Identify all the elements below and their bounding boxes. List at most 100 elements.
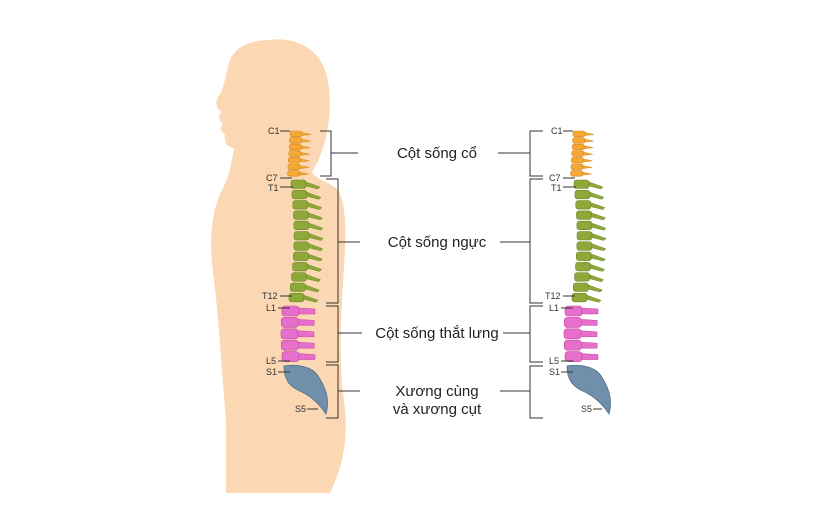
thoracic-vertebra [290, 282, 306, 292]
right-bracket-thoracic [529, 178, 543, 304]
left-bracket-thoracic [326, 178, 339, 304]
lumbar-process [297, 330, 315, 338]
region-label-thoracic: Cột sống ngực [388, 234, 487, 251]
cervical-vertebra [287, 170, 300, 177]
lumbar-process [298, 341, 315, 349]
thoracic-vertebra [576, 210, 592, 220]
right-label-l5: L5 [549, 356, 559, 366]
cervical-vertebra [287, 163, 301, 170]
cervical-vertebra [288, 150, 302, 157]
body-silhouette [211, 39, 346, 494]
thoracic-process [590, 264, 606, 272]
thoracic-process [589, 274, 604, 282]
cervical-process [301, 132, 312, 136]
right-label-c7: C7 [549, 173, 561, 183]
left-label-c1: C1 [268, 126, 280, 136]
cervical-process [300, 145, 311, 149]
right-label-s5: S5 [581, 404, 592, 414]
thoracic-vertebra [576, 251, 592, 261]
lumbar-process [298, 307, 316, 315]
thoracic-process [308, 253, 323, 262]
thoracic-vertebra [292, 262, 308, 272]
cervical-process [584, 138, 594, 143]
thoracic-vertebra [574, 190, 591, 200]
thoracic-process [591, 253, 606, 262]
cervical-vertebra [571, 143, 585, 151]
right-label-t1: T1 [551, 183, 562, 193]
left-bracket-lumbar [326, 305, 339, 363]
left-label-s1: S1 [266, 367, 277, 377]
cervical-process [583, 158, 593, 163]
cervical-vertebra [288, 143, 302, 151]
sacrum-coccyx [283, 364, 328, 415]
thoracic-vertebra [293, 210, 309, 220]
thoracic-vertebra [293, 251, 309, 261]
thoracic-vertebra [573, 282, 589, 292]
thoracic-process [303, 294, 319, 303]
thoracic-vertebra [575, 200, 592, 210]
thoracic-process [308, 222, 324, 231]
cervical-process [584, 132, 595, 136]
lumbar-vertebra [564, 351, 583, 362]
thoracic-process [591, 233, 607, 241]
cervical-process [300, 151, 310, 156]
thoracic-vertebra [288, 292, 305, 303]
sacrum-coccyx [566, 364, 611, 415]
cervical-vertebra [571, 157, 584, 164]
thoracic-process [588, 181, 604, 190]
thoracic-process [590, 202, 606, 210]
thoracic-vertebra [575, 262, 591, 272]
right-bracket-cervical [529, 130, 543, 177]
cervical-process [583, 151, 593, 156]
thoracic-process [589, 191, 605, 200]
thoracic-process [591, 212, 606, 221]
cervical-process [300, 158, 310, 163]
region-label-sacral-line2: và xương cụt [393, 401, 482, 418]
thoracic-process [305, 284, 320, 293]
region-label-sacral-line1: Xương cùng [395, 383, 478, 400]
right-label-s1: S1 [549, 367, 560, 377]
cervical-process [299, 171, 309, 176]
lumbar-process [581, 319, 598, 326]
cervical-process [299, 165, 310, 169]
region-labels: Cột sống cổ Cột sống ngực Cột sống thắt … [375, 145, 498, 418]
right-bracket-lumbar [529, 305, 543, 363]
lumbar-process [581, 307, 599, 315]
lumbar-vertebra [280, 339, 299, 351]
lumbar-process [581, 341, 598, 349]
cervical-vertebra [570, 170, 583, 177]
thoracic-vertebra [292, 200, 309, 210]
thoracic-process [586, 294, 602, 303]
spine-standalone [563, 130, 611, 415]
right-bracket-sacral [529, 365, 543, 419]
thoracic-process [591, 243, 607, 252]
cervical-vertebra [570, 163, 584, 170]
cervical-process [582, 171, 592, 176]
left-label-l5: L5 [266, 356, 276, 366]
cervical-process [301, 138, 311, 143]
spine-in-body [280, 130, 328, 415]
thoracic-process [305, 181, 321, 190]
left-label-t12: T12 [262, 291, 278, 301]
left-label-s5: S5 [295, 404, 306, 414]
region-label-lumbar: Cột sống thắt lưng [375, 325, 498, 342]
thoracic-process [307, 264, 323, 272]
cervical-vertebra [571, 150, 585, 157]
thoracic-vertebra [290, 179, 307, 189]
lumbar-vertebra [280, 317, 299, 328]
cervical-process [582, 165, 593, 169]
left-vertebra-labels: C1 C7 T1 T12 L1 L5 S1 S5 [262, 126, 318, 414]
left-label-l1: L1 [266, 303, 276, 313]
thoracic-vertebra [293, 220, 310, 230]
lumbar-vertebra [563, 328, 582, 340]
lumbar-vertebra [563, 317, 582, 328]
lumbar-process [581, 353, 599, 360]
lumbar-process [298, 353, 316, 360]
thoracic-vertebra [574, 272, 590, 282]
thoracic-vertebra [576, 231, 593, 241]
thoracic-vertebra [573, 179, 590, 189]
thoracic-process [306, 274, 321, 282]
right-region-brackets [498, 130, 543, 419]
thoracic-vertebra [291, 272, 307, 282]
